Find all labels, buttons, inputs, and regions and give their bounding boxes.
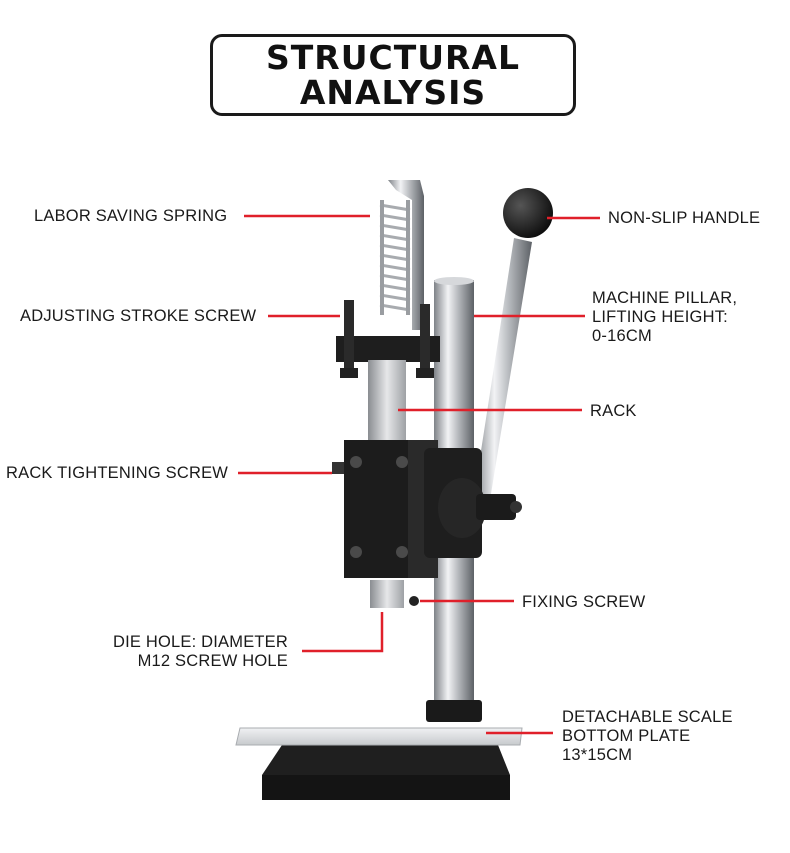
label-die-hole-line1: DIE HOLE: DIAMETER — [112, 633, 288, 651]
non-slip-handle — [474, 188, 553, 500]
label-fixing-screw: FIXING SCREW — [522, 593, 646, 611]
base — [262, 745, 510, 800]
press-head — [332, 440, 438, 578]
label-bottom-plate-line1: DETACHABLE SCALE — [562, 708, 733, 726]
rack — [368, 360, 406, 608]
pillar-collar — [424, 448, 522, 558]
label-machine-pillar-line2: LIFTING HEIGHT: — [592, 308, 728, 326]
labor-saving-spring — [379, 180, 424, 330]
label-bottom-plate-line3: 13*15CM — [562, 746, 633, 764]
label-rack-tightening-screw: RACK TIGHTENING SCREW — [6, 464, 229, 482]
label-bottom-plate-line2: BOTTOM PLATE — [562, 727, 691, 745]
pointer-die-hole — [302, 612, 384, 653]
label-machine-pillar-line1: MACHINE PILLAR, — [592, 289, 738, 307]
label-machine-pillar-line3: 0-16CM — [592, 327, 652, 345]
title-line-2: ANALYSIS — [299, 73, 487, 112]
bottom-plate — [235, 727, 523, 746]
label-die-hole-line2: M12 SCREW HOLE — [137, 652, 288, 670]
title-box: STRUCTURAL ANALYSIS — [210, 34, 576, 116]
label-rack: RACK — [590, 402, 637, 420]
label-labor-saving-spring: LABOR SAVING SPRING — [34, 207, 228, 225]
label-non-slip-handle: NON-SLIP HANDLE — [608, 209, 761, 227]
fixing-screw — [409, 596, 419, 606]
title-line-1: STRUCTURAL — [266, 38, 520, 77]
pointer-lines — [238, 214, 600, 735]
stroke-plate — [336, 300, 440, 378]
label-adjusting-stroke-screw: ADJUSTING STROKE SCREW — [20, 307, 257, 325]
